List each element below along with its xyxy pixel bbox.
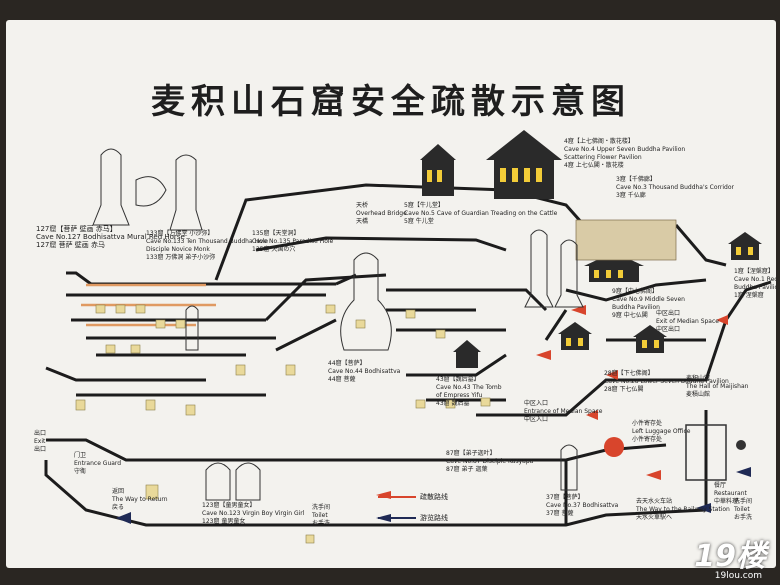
map-title: 麦积山石窟安全疏散示意图 <box>151 82 631 122</box>
label-cave-5: 5窟【牛儿堂】Cave No.5 Cave of Guardian Treadi… <box>404 202 558 225</box>
label-cave-4: 4窟【上七佛阁・散花楼】Cave No.4 Upper Seven Buddha… <box>564 138 686 169</box>
label-cave-133: 133窟【万佛堂 小沙弥】Cave No.133 Ten Thousand Bu… <box>146 230 269 261</box>
legend-evacuation-route: 疏散路线 <box>420 493 448 501</box>
label-cave-1: 1窟【涅槃窟】Cave No.1 ReclinedBuddha Pavilion… <box>734 268 776 299</box>
legend-tour-route: 游览路线 <box>420 514 448 522</box>
label-cave-127: 127窟【菩萨 壁画 赤马】Cave No.127 Bodhisattva Mu… <box>36 225 185 249</box>
watermark-url: 19lou.com <box>714 571 762 581</box>
label-cave-123: 123窟【童男童女】Cave No.123 Virgin Boy Virgin … <box>202 502 305 525</box>
evacuation-map-board: 麦积山石窟安全疏散示意图 <box>6 20 776 568</box>
watermark-logo: 19楼 <box>694 539 766 574</box>
label-cave-3: 3窟【千佛廊】Cave No.3 Thousand Buddha's Corri… <box>616 176 734 199</box>
cave-path-network <box>44 130 772 544</box>
label-cave-28: 28窟【下七佛阁】Cave No.28 Lower Seven Buddha P… <box>604 370 729 393</box>
